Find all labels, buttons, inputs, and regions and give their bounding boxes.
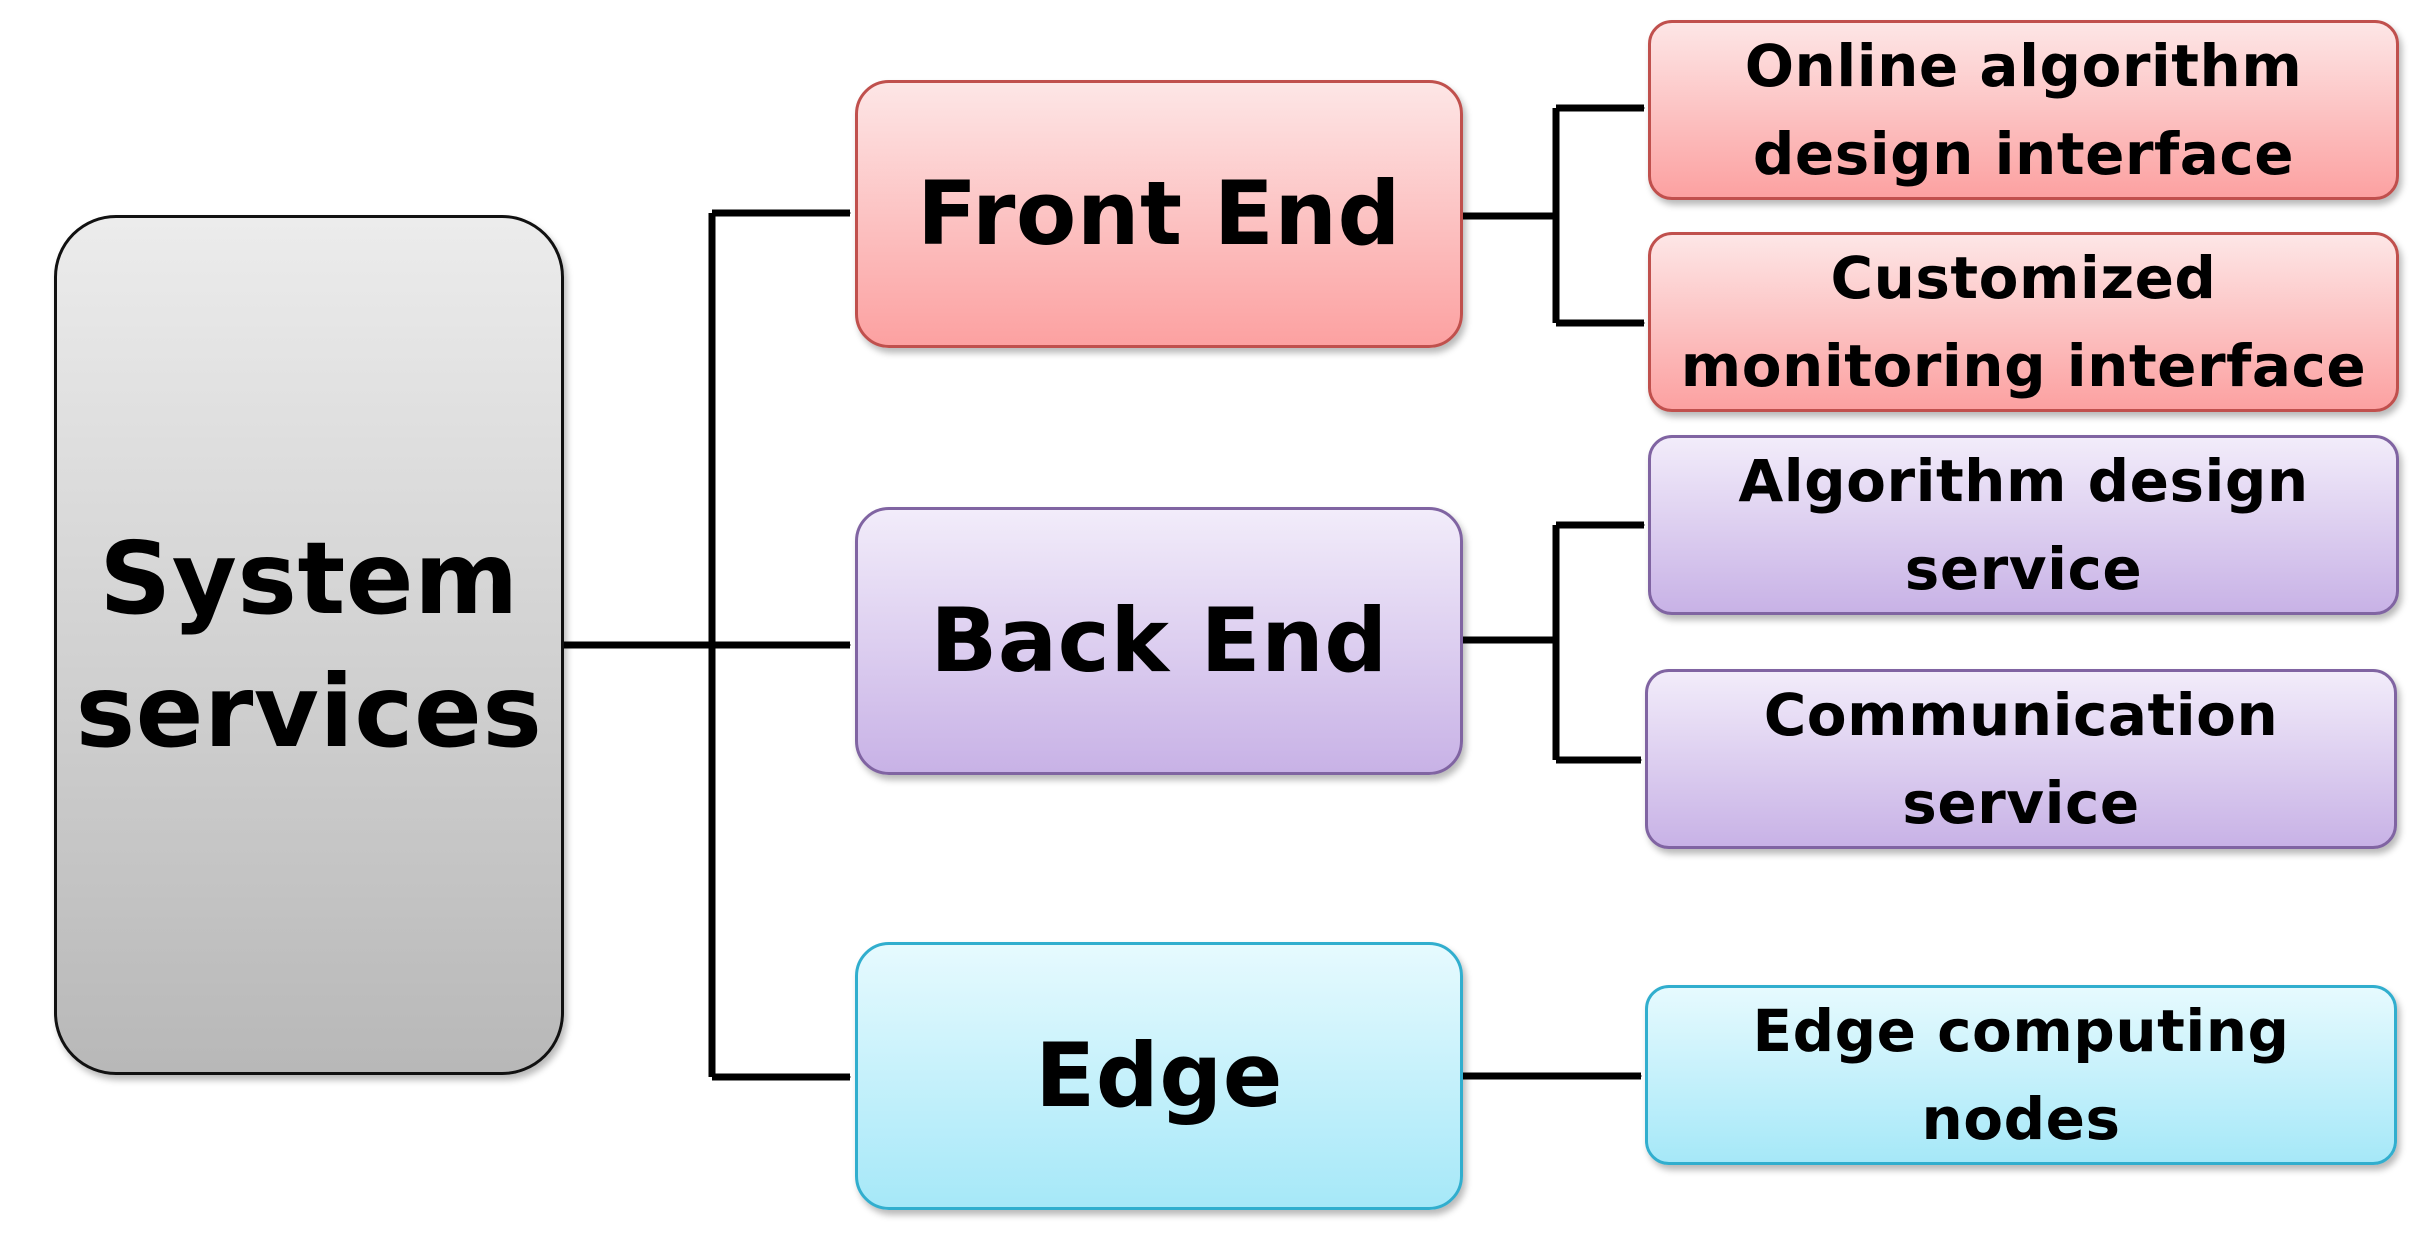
algorithm-design-service-label: Algorithm design service [1738, 446, 2309, 603]
front-end-box: Front End [855, 80, 1463, 348]
algorithm-design-service-box: Algorithm design service [1648, 435, 2399, 615]
system-services-box: System services [54, 215, 564, 1075]
online-algorithm-design-interface-box: Online algorithm design interface [1648, 20, 2399, 200]
edge-computing-nodes-label: Edge computing nodes [1752, 996, 2290, 1153]
back-end-label: Back End [930, 588, 1388, 692]
edge-box: Edge [855, 942, 1463, 1210]
customized-monitoring-interface-label: Customized monitoring interface [1680, 243, 2367, 400]
communication-service-box: Communication service [1645, 669, 2397, 849]
front-end-label: Front End [917, 161, 1401, 265]
communication-service-label: Communication service [1763, 680, 2279, 837]
edge-label: Edge [1035, 1023, 1283, 1127]
online-algorithm-design-interface-label: Online algorithm design interface [1744, 31, 2303, 188]
system-services-label: System services [75, 520, 543, 770]
edge-computing-nodes-box: Edge computing nodes [1645, 985, 2397, 1165]
customized-monitoring-interface-box: Customized monitoring interface [1648, 232, 2399, 412]
back-end-box: Back End [855, 507, 1463, 775]
